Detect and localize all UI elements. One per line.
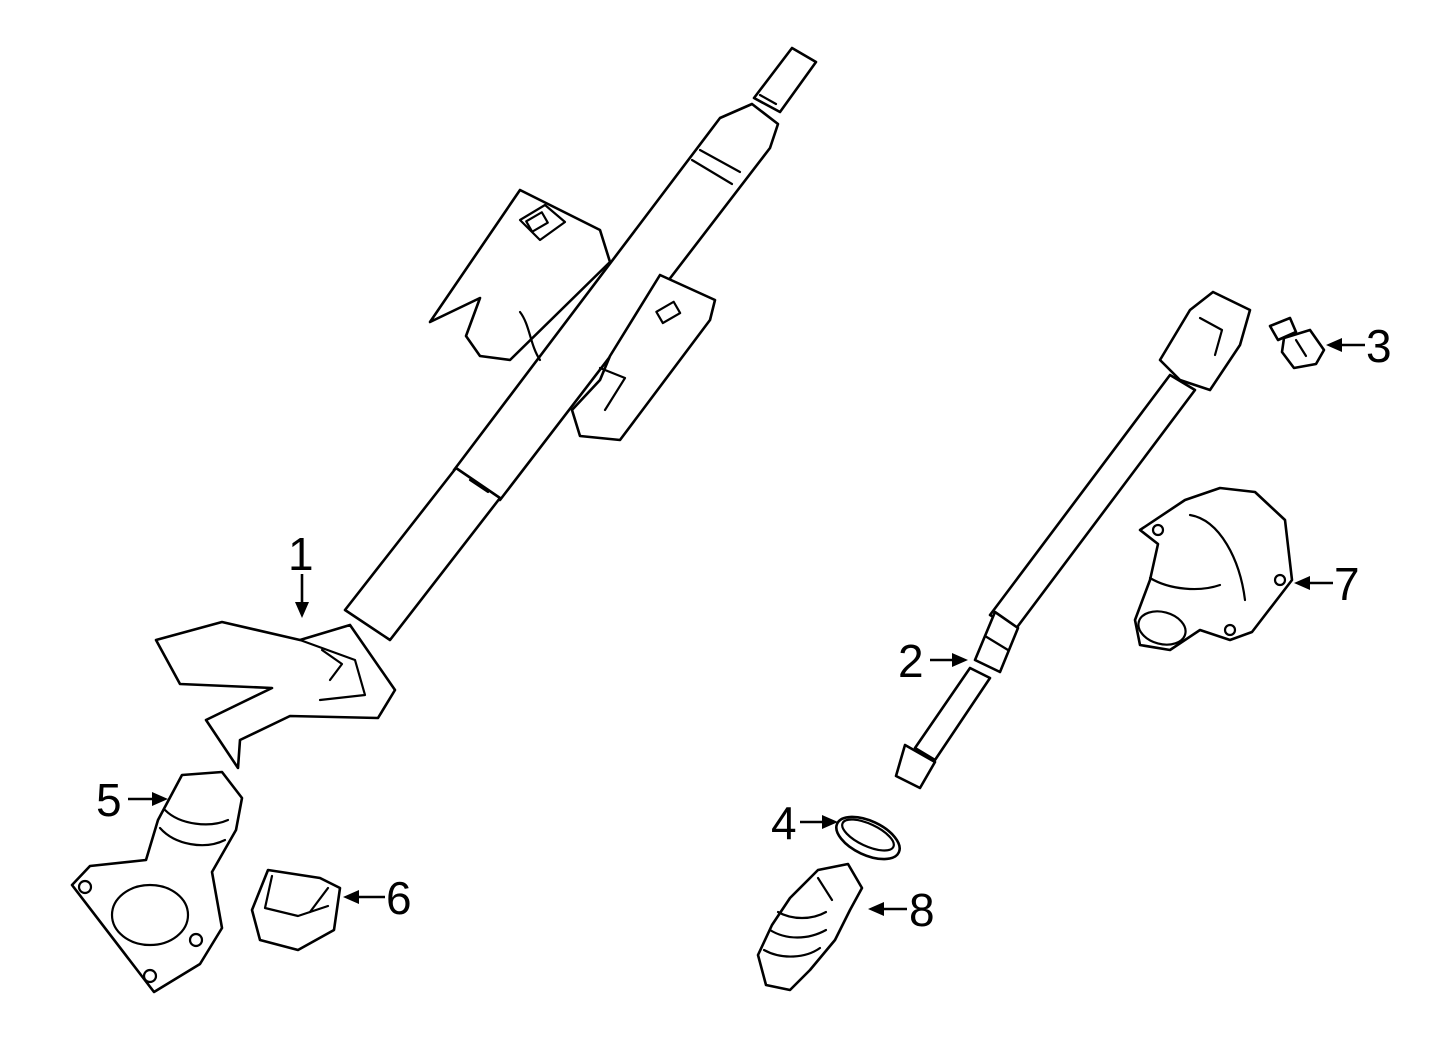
- part-2-intermediate-shaft[interactable]: [894, 290, 1252, 790]
- leader-7: [1294, 576, 1333, 590]
- callout-8: 8: [909, 884, 935, 936]
- leader-5: [128, 792, 168, 806]
- part-5-coupling-cover[interactable]: [70, 770, 244, 994]
- leader-6: [343, 890, 385, 904]
- callout-6: 6: [386, 872, 412, 924]
- leader-1: [295, 574, 309, 618]
- leader-4: [800, 815, 838, 829]
- callout-5: 5: [96, 774, 122, 826]
- part-7-dash-seal[interactable]: [1133, 486, 1294, 652]
- part-6-clip[interactable]: [250, 868, 342, 952]
- leader-8: [868, 902, 907, 916]
- callout-1: 1: [288, 528, 314, 580]
- part-3-bolt[interactable]: [1268, 316, 1326, 370]
- callout-7: 7: [1334, 558, 1360, 610]
- leader-2: [930, 653, 968, 667]
- part-1-steering-column[interactable]: [154, 46, 818, 770]
- callout-3: 3: [1366, 320, 1392, 372]
- part-4-seal[interactable]: [830, 808, 906, 868]
- part-8-lower-boot[interactable]: [756, 862, 864, 992]
- callout-2: 2: [898, 635, 924, 687]
- leader-3: [1326, 338, 1365, 352]
- callout-4: 4: [771, 797, 797, 849]
